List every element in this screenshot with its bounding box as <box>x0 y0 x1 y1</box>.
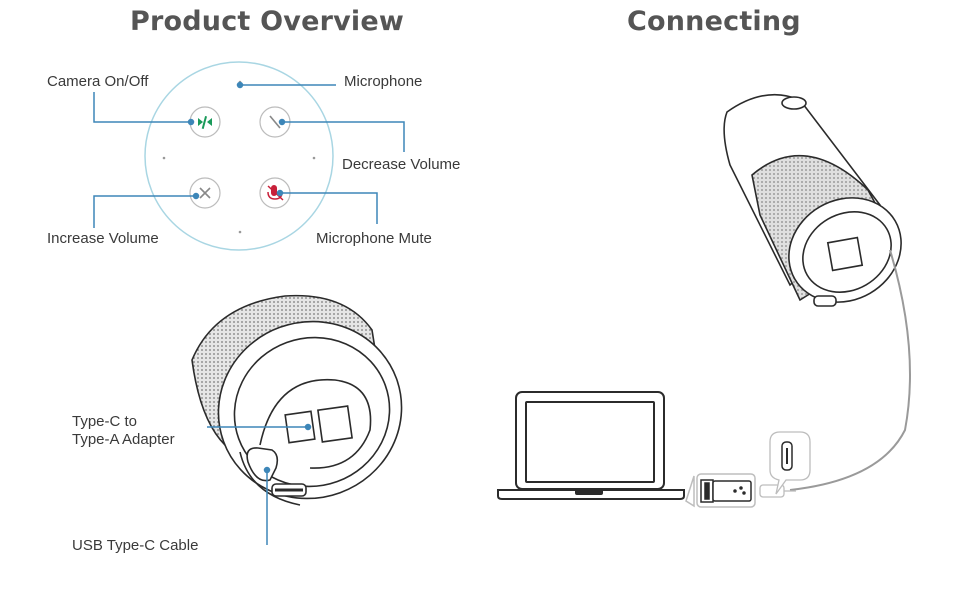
type-a-adapter <box>685 473 756 508</box>
speaker-bottom-view <box>191 294 403 506</box>
speaker-top-view <box>144 61 334 251</box>
microphone-mute-label: Microphone Mute <box>316 230 432 247</box>
adapter-label-line2: Type-A Adapter <box>72 431 175 448</box>
minus-icon <box>269 115 281 129</box>
laptop <box>497 391 685 500</box>
speaker-side-view <box>723 93 902 307</box>
increase-volume-leader <box>93 195 196 228</box>
camera-button[interactable] <box>189 106 221 138</box>
camera-label: Camera On/Off <box>47 73 149 90</box>
decrease-volume-leader <box>282 121 405 152</box>
increase-volume-label: Increase Volume <box>47 230 159 247</box>
overview-leader-lines <box>93 81 405 228</box>
type-c-port-bubble <box>769 431 811 495</box>
camera-leader <box>93 92 191 123</box>
microphone-mute-button[interactable] <box>259 177 291 209</box>
usb-cable <box>789 249 911 491</box>
decrease-volume-button[interactable] <box>259 106 291 138</box>
increase-volume-button[interactable] <box>189 177 221 209</box>
product-overview-title: Product Overview <box>130 6 405 37</box>
camera-icon <box>198 115 212 130</box>
connecting-title: Connecting <box>627 6 801 37</box>
microphone-mute-leader <box>280 192 378 224</box>
plus-icon <box>199 187 211 199</box>
microphone-label: Microphone <box>344 73 423 90</box>
bottom-leader-lines <box>207 423 312 545</box>
adapter-label-line1: Type-C to <box>72 413 138 430</box>
usb-cable-label: USB Type-C Cable <box>72 537 199 554</box>
decrease-volume-label: Decrease Volume <box>342 156 461 173</box>
